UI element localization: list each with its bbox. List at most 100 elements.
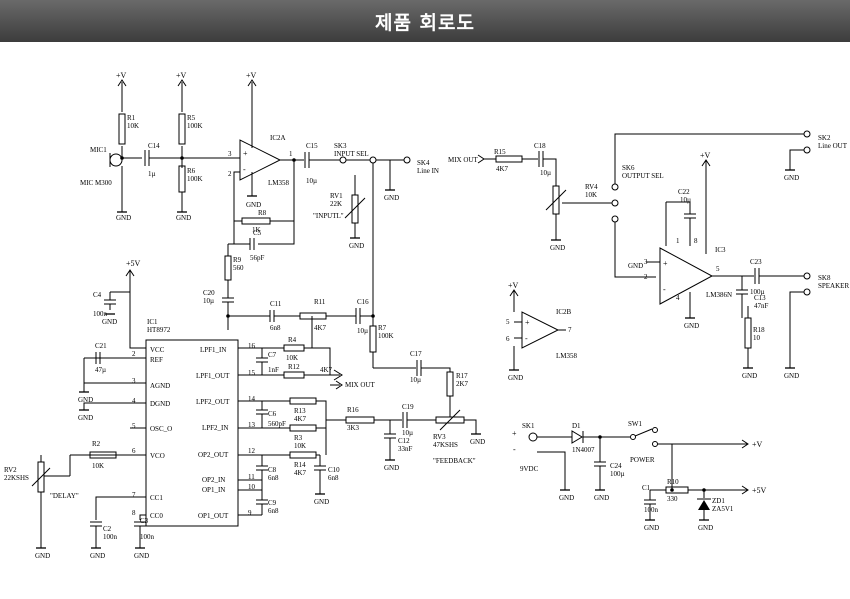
sk4-jack <box>403 156 411 164</box>
gnd-agnd: GND <box>78 396 93 404</box>
gnd-c3: GND <box>134 552 149 560</box>
gnd-rv1: GND <box>349 242 364 250</box>
c5-value: 56pF <box>250 254 265 262</box>
r10-label: R10 <box>667 478 679 486</box>
gnd-c2: GND <box>90 552 105 560</box>
ic1-label: IC1 <box>147 318 158 326</box>
gnd-ic3-pin: GND <box>628 262 643 270</box>
svg-text:2: 2 <box>644 273 648 281</box>
d1-value: 1N4007 <box>572 446 595 454</box>
c21-label: C21 <box>95 342 107 350</box>
r17-value: 2K7 <box>456 380 469 388</box>
c11-value: 6n8 <box>270 324 281 332</box>
c3-label: C3 <box>140 517 149 525</box>
r13-label: R13 <box>294 407 306 415</box>
c13-label: C13 <box>754 294 766 302</box>
svg-text:3: 3 <box>132 377 136 385</box>
c6-value: 560pF <box>268 420 286 428</box>
svg-text:12: 12 <box>248 447 256 455</box>
r11-label: R11 <box>314 298 326 306</box>
vplus-out: +V <box>752 440 763 449</box>
sw1-label: SW1 <box>628 420 643 428</box>
c9-label: C9 <box>268 499 277 507</box>
svg-text:7: 7 <box>132 491 136 499</box>
ic3-amp <box>659 247 714 305</box>
sk4-text: Line IN <box>417 167 439 175</box>
r18-label: R18 <box>753 326 765 334</box>
c20-value: 10µ <box>203 297 214 305</box>
r6-resistor <box>178 165 186 193</box>
pin-vco: VCO <box>150 452 165 460</box>
r16-value: 3K3 <box>347 424 360 432</box>
r12-label: R12 <box>288 363 300 371</box>
sk8-jack-a <box>803 272 811 280</box>
c8-label: C8 <box>268 466 277 474</box>
c17-label: C17 <box>410 350 422 358</box>
r15-value: 4K7 <box>496 165 509 173</box>
c24-value: 100µ <box>610 470 625 478</box>
c2-value: 100n <box>103 533 118 541</box>
c24-label: C24 <box>610 462 622 470</box>
sk6-contact-c <box>611 215 619 223</box>
sk2-jack-b <box>803 146 811 154</box>
c21-value: 47µ <box>95 366 106 374</box>
r7-resistor <box>369 325 377 353</box>
c9-value: 6n8 <box>268 507 279 515</box>
svg-text:13: 13 <box>248 421 256 429</box>
svg-text:9: 9 <box>248 509 252 517</box>
svg-text:5: 5 <box>506 318 510 326</box>
svg-text:16: 16 <box>248 342 256 350</box>
ic2a-opamp <box>239 139 282 181</box>
gnd-r6: GND <box>176 214 191 222</box>
c16-label: C16 <box>357 298 369 306</box>
pin-vcc: VCC <box>150 346 165 354</box>
zd1-zener <box>698 500 710 510</box>
mic-preamp-section: +V +V +V R1 10K R5 100K R6 100K GND MIC1… <box>80 71 439 368</box>
c23-value: 100µ <box>750 288 765 296</box>
sk3-label: SK3 <box>334 142 347 150</box>
svg-text:14: 14 <box>248 395 256 403</box>
d1-diode <box>571 430 583 444</box>
c12-value: 33nF <box>398 445 413 453</box>
vplus-label-1: +V <box>116 71 127 80</box>
r8-resistor <box>241 217 271 225</box>
sk8-text: SPEAKER <box>818 282 849 290</box>
sw1-contact-c <box>652 441 658 447</box>
sk1-minus: - <box>513 445 516 454</box>
rv1-label: RV1 <box>330 192 343 200</box>
c17-value: 10µ <box>410 376 421 384</box>
mix-out-label: MIX OUT <box>345 381 375 389</box>
svg-text:15: 15 <box>248 369 256 377</box>
circuit-diagram: +V +V +V R1 10K R5 100K R6 100K GND MIC1… <box>4 71 849 560</box>
r6-label: R6 <box>187 167 196 175</box>
rv3-name: "FEEDBACK" <box>433 457 476 465</box>
r4-resistor <box>283 344 305 352</box>
ic2b-section: +V + - 5 6 7 IC2B LM358 GND <box>506 281 578 382</box>
ic2a-minus: - <box>243 165 246 174</box>
c22-label: C22 <box>678 188 690 196</box>
pin-dgnd: DGND <box>150 400 170 408</box>
r10-resistor <box>665 486 689 494</box>
c8-value: 6n8 <box>268 474 279 482</box>
ic1-chip <box>145 339 239 527</box>
rv2-value: 22KSHS <box>4 474 29 482</box>
c18-label: C18 <box>534 142 546 150</box>
r3-label: R3 <box>294 434 303 442</box>
r1-label: R1 <box>127 114 136 122</box>
svg-text:11: 11 <box>248 473 255 481</box>
svg-text:6: 6 <box>132 447 136 455</box>
ic2a-pin2: 2 <box>228 170 232 178</box>
r15-label: R15 <box>494 148 506 156</box>
rv2-label: RV2 <box>4 466 17 474</box>
ic2a-model: LM358 <box>268 179 290 187</box>
c23-label: C23 <box>750 258 762 266</box>
c4-value: 100n <box>93 310 108 318</box>
mic-symbol <box>109 153 123 167</box>
c14-value: 1µ <box>148 170 156 178</box>
sk2-jack-a <box>803 130 811 138</box>
sk6-text: OUTPUT SEL <box>622 172 664 180</box>
ic3-model: LM386N <box>706 291 732 299</box>
mix-out-input: MIX OUT <box>448 156 478 164</box>
svg-text:5: 5 <box>716 265 720 273</box>
